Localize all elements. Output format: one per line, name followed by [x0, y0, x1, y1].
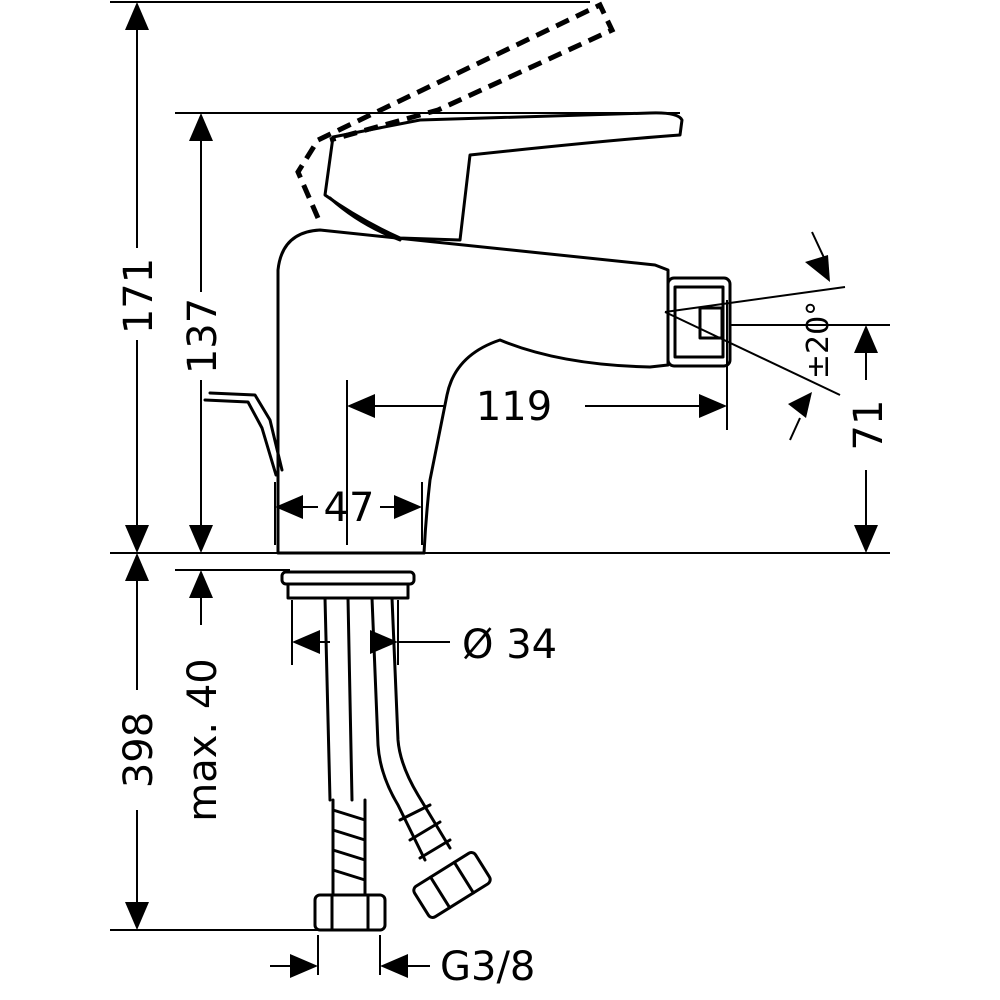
dimension-spout-reach: 119: [346, 300, 728, 545]
dimension-height-lever: 137: [180, 113, 226, 553]
faucet-body: [276, 228, 670, 555]
dimension-body-width: 47: [274, 482, 423, 545]
height-lever-label: 137: [180, 298, 226, 374]
spout-angle-label: ±20°: [801, 301, 836, 379]
dimension-hole-diameter: Ø 34: [291, 600, 557, 668]
lever-open-position: [295, 1, 616, 219]
dimension-hose-length: 398: [116, 553, 162, 930]
height-total-label: 171: [116, 258, 162, 334]
dimension-spout-angle: ±20°: [664, 231, 846, 441]
dimension-connection-thread: G3/8: [270, 935, 535, 990]
body-width-label: 47: [324, 485, 375, 531]
spout-aerator: [666, 276, 732, 368]
hose-right: [370, 596, 492, 919]
hole-diameter-label: Ø 34: [462, 622, 557, 668]
lever-handle: [323, 111, 684, 242]
dimension-height-total: 171: [116, 2, 162, 553]
dimension-max-thickness: max. 40: [180, 570, 226, 822]
hose-left: [313, 798, 387, 932]
threaded-shank: [323, 596, 354, 802]
lever-base: [328, 196, 402, 242]
pop-up-rod: [208, 391, 284, 472]
max-thickness-label: max. 40: [180, 658, 226, 821]
dimension-spout-height: 71: [730, 324, 892, 553]
spout-reach-label: 119: [476, 384, 552, 430]
mounting-flange: [280, 570, 416, 600]
hose-length-label: 398: [116, 712, 162, 788]
connection-thread-label: G3/8: [440, 944, 535, 990]
spout-height-label: 71: [846, 400, 892, 451]
